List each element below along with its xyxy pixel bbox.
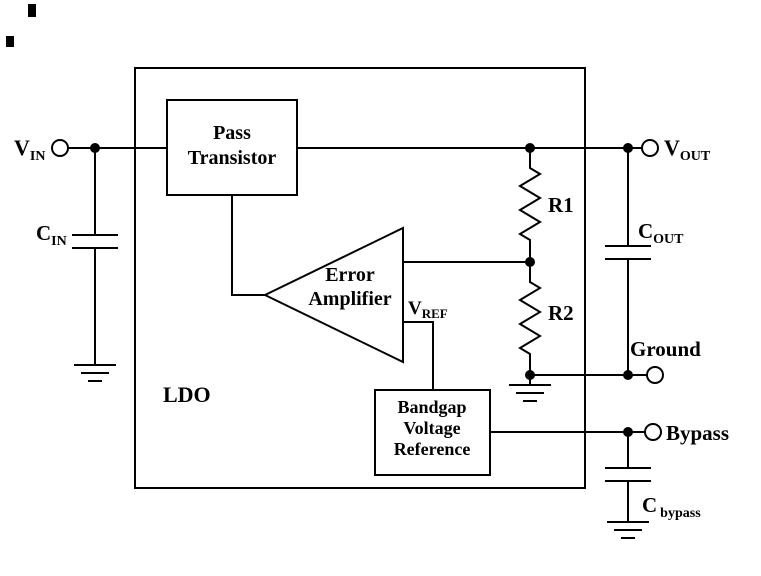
junction-dot-cbypass: [623, 427, 633, 437]
cin-ground-symbol: [74, 364, 116, 382]
ground-label: Ground: [630, 337, 701, 361]
cbypass-capacitor-plates: [605, 467, 651, 482]
r2-label: R2: [548, 301, 574, 325]
error-amplifier-label-line2: Amplifier: [308, 288, 391, 310]
cout-capacitor-plates: [605, 245, 651, 260]
error-amplifier-label-line1: Error: [325, 264, 375, 286]
vout-label: VOUT: [664, 135, 711, 164]
divider-ground-symbol: [509, 384, 551, 402]
error-amplifier-triangle: [262, 226, 404, 364]
junction-dot-r1-top: [525, 143, 535, 153]
terminal-ground: [646, 366, 664, 384]
cin-capacitor-plates: [72, 234, 118, 249]
junction-dot-cout: [623, 143, 633, 153]
resistor-r2: [518, 261, 542, 376]
ldo-label: LDO: [163, 382, 211, 407]
terminal-vout: [641, 139, 659, 157]
r1-label: R1: [548, 193, 574, 217]
junction-dot-cout-ground: [623, 370, 633, 380]
cin-label: CIN: [36, 221, 67, 249]
junction-dot-feedback: [525, 257, 535, 267]
pass-transistor-label-line1: Pass: [213, 122, 251, 144]
pass-to-amplifier-wire: [231, 194, 266, 296]
bypass-label: Bypass: [666, 421, 729, 445]
cbypass-ground-symbol: [607, 521, 649, 539]
pass-transistor-label-line2: Transistor: [188, 147, 277, 169]
terminal-vin: [51, 139, 69, 157]
artifact-mark: [6, 36, 14, 47]
vref-wire: [402, 321, 434, 391]
cout-label: COUT: [638, 219, 684, 247]
terminal-bypass: [644, 423, 662, 441]
ldo-boundary-box: [134, 67, 586, 489]
resistor-r1: [518, 147, 542, 263]
bandgap-label-line3: Reference: [394, 439, 471, 459]
vref-label: VREF: [408, 298, 448, 321]
artifact-mark: [28, 4, 36, 17]
vin-label: VIN: [14, 135, 45, 164]
junction-dot-cin: [90, 143, 100, 153]
bandgap-label-line2: Voltage: [403, 418, 460, 438]
bandgap-label-line1: Bandgap: [397, 397, 466, 417]
junction-dot-divider-ground: [525, 370, 535, 380]
